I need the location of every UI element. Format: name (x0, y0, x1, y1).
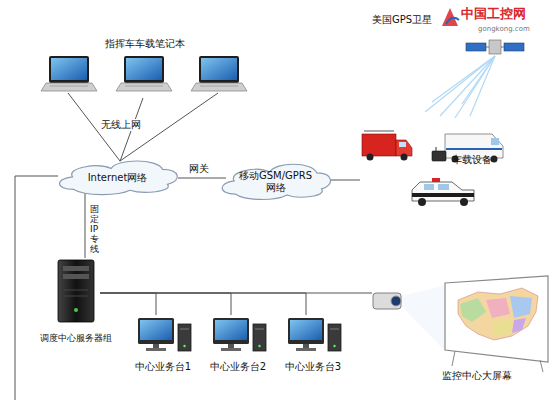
fire-truck (401, 154, 408, 161)
fire-truck (362, 134, 396, 156)
link-label: 固定IP专线 (90, 205, 99, 254)
big-screen (512, 318, 526, 333)
server-group: 调度中心服务器组 (36, 258, 116, 344)
network-link (100, 293, 372, 294)
server-tower (64, 296, 88, 297)
fire-truck (362, 131, 412, 161)
network-link (85, 192, 86, 258)
big-screen (510, 296, 532, 318)
big-screen (540, 360, 543, 372)
gps-satellite (455, 56, 495, 118)
cloud-outline (222, 164, 330, 199)
laptop-wires (68, 93, 218, 161)
laptop-group: 指挥车车载笔记本 (35, 38, 255, 98)
fire-truck (364, 130, 394, 132)
police-car (460, 198, 468, 206)
node-label: 指挥车车载笔记本 (105, 38, 185, 50)
watermark-logo (442, 8, 459, 26)
fire-truck (399, 142, 406, 147)
node-label: 车载设备 (452, 154, 492, 166)
node-label: 调度中心服务器组 (40, 332, 112, 344)
big-screen (460, 298, 486, 322)
server-tower (74, 308, 78, 312)
workstation-icons (138, 318, 341, 351)
workstation-icons (213, 318, 266, 351)
vehicle-group: 车载设备 (360, 122, 510, 210)
server-tower (63, 274, 89, 279)
satellite-label: 美国GPS卫星 (372, 14, 432, 26)
big-screen (492, 320, 512, 336)
gps-satellite (462, 56, 495, 104)
ambulance (491, 138, 499, 145)
network-line (15, 176, 58, 400)
cloud-outline (60, 161, 178, 195)
network-link (329, 180, 360, 181)
gps-satellite (466, 43, 486, 51)
server-tower (64, 290, 88, 291)
fire-truck (367, 154, 374, 161)
watermark-logo (446, 18, 459, 24)
gps-satellite (425, 56, 495, 112)
projector (401, 285, 446, 352)
projector (373, 293, 401, 309)
projector (391, 296, 401, 306)
vehicle-device (436, 147, 437, 151)
node-label: 中心业务台1 (135, 361, 191, 373)
gsm-cloud: 移动GSM/GPRS 网络 (218, 158, 333, 202)
internet-cloud: Internet网络 (55, 155, 180, 197)
watermark: 中国工控网 (461, 6, 526, 21)
gps-satellite (440, 56, 495, 116)
police-car (432, 178, 440, 182)
police-car (418, 198, 426, 206)
laptop-icons (41, 56, 247, 91)
police-car (438, 184, 449, 190)
node-label: 移动GSM/GPRS 网络 (234, 170, 318, 194)
network-link (100, 293, 156, 315)
network-link (178, 178, 226, 179)
ambulance (446, 148, 502, 150)
workstation: 中心业务台2 (205, 315, 271, 373)
node-label: Internet网络 (88, 172, 148, 184)
big-screen (445, 276, 548, 362)
monitor-screen: 监控中心大屏幕 (370, 280, 550, 388)
workstation: 中心业务台3 (280, 315, 346, 373)
police-car (412, 193, 474, 197)
server-tower (58, 260, 94, 322)
big-screen (486, 298, 510, 318)
police-car (424, 184, 434, 190)
workstation: 中心业务台1 (130, 315, 196, 373)
watermark-url: gongkong.com (478, 25, 530, 34)
node-label: 中心业务台2 (210, 361, 266, 373)
link-label: 网关 (188, 163, 210, 175)
node-label: 监控中心大屏幕 (442, 370, 512, 382)
gps-satellite (489, 40, 501, 54)
projector (373, 285, 446, 352)
server-tower (58, 260, 94, 322)
big-screen (458, 288, 538, 340)
laptop-icons (41, 56, 97, 91)
gps-satellite (504, 43, 524, 51)
network-link (100, 293, 231, 315)
laptop-icons (116, 56, 172, 91)
workstation-icons (288, 318, 341, 351)
link-label: 无线上网 (100, 119, 142, 131)
watermark-logo (442, 8, 458, 26)
big-screen (445, 276, 548, 372)
vehicle-device (432, 151, 446, 161)
vehicle-device (432, 147, 446, 161)
gps-satellite (432, 56, 495, 102)
big-screen (452, 351, 455, 366)
network-link (100, 293, 306, 315)
server-tower (63, 266, 89, 271)
laptop-icons (191, 56, 247, 91)
node-label: 中心业务台3 (285, 361, 341, 373)
workstation-icons (138, 318, 191, 351)
gps-satellite (425, 40, 524, 118)
gps-satellite (425, 56, 495, 118)
police-car (412, 178, 474, 206)
